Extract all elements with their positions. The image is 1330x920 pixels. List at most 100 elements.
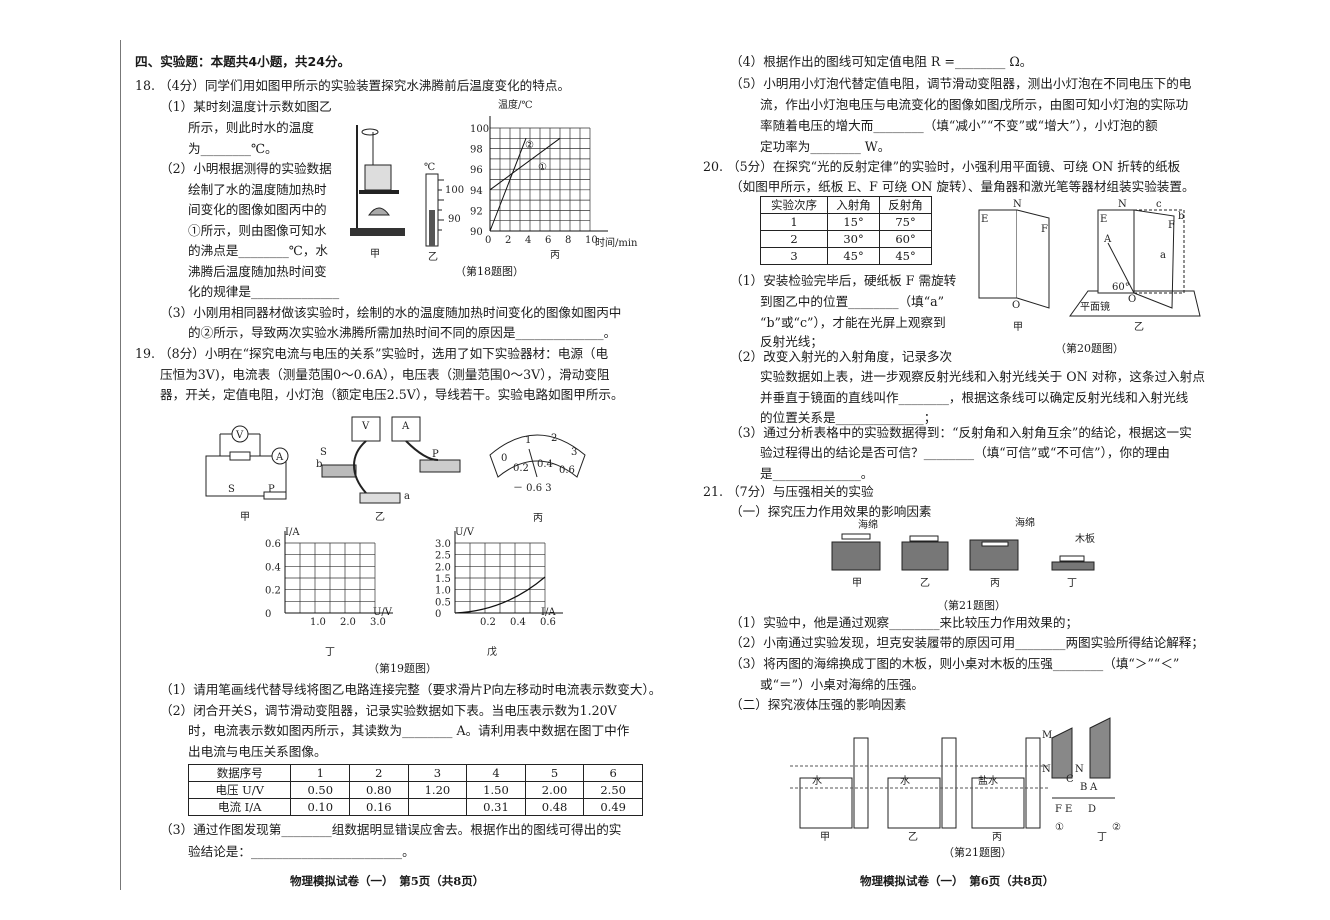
left-q18-p3-0-text: （3）小刚用相同器材做该实验时，绘制的水的温度随加热时间变化的图像如图丙中 [160, 305, 622, 320]
y-tick-label: 96 [470, 165, 483, 176]
table-cell: 电流 I/A [187, 798, 292, 816]
svg-text:戊: 戊 [487, 646, 497, 658]
y-tick-label: 0 [265, 609, 271, 620]
left-q19-p3-0-text: （3）通过作图发现第________组数据明显错误应舍去。根据作出的图线可得出的… [160, 822, 622, 837]
svg-text:平面镜: 平面镜 [1080, 300, 1110, 313]
svg-text:N: N [1118, 199, 1127, 210]
svg-text:b: b [316, 459, 322, 470]
table-cell: 0.31 [466, 798, 526, 816]
left-q19-stem-2-text: 器，开关，定值电阻，小灯泡（额定电压2.5V），导线若干。实验电路如图甲所示。 [160, 387, 624, 402]
table-cell: 30° [827, 230, 881, 248]
svg-text:C: C [1066, 774, 1074, 785]
svg-text:时间/min: 时间/min [595, 236, 638, 249]
svg-text:－ 0.6 3: － 0.6 3 [513, 483, 552, 494]
table-cell: 0.10 [290, 798, 351, 816]
table-cell: 1.50 [466, 781, 526, 799]
svg-text:①: ① [1055, 822, 1064, 833]
svg-text:F: F [1055, 804, 1062, 815]
right-q19b-p4-text: （4）根据作出的图线可知定值电阻 R =________ Ω。 [730, 54, 1033, 69]
svg-text:水: 水 [812, 775, 822, 787]
svg-text:60°: 60° [1112, 282, 1130, 293]
table-cell: 2 [349, 764, 409, 782]
svg-text:甲: 甲 [852, 578, 862, 589]
q18-caption: （第18题图） [455, 265, 524, 278]
svg-text:海绵: 海绵 [858, 518, 878, 531]
left-q19-p2-0-text: （2）闭合开关S，调节滑动变阻器，记录实验数据如下表。当电压表示数为1.20V [160, 703, 617, 718]
left-q18-p2-1-text: 绘制了水的温度随加热时 [188, 182, 327, 197]
y-tick-label: 0 [435, 609, 441, 620]
right-q19b-p5-0-text: （5）小明用小灯泡代替定值电阻，调节滑动变阻器，测出小灯泡在不同电压下的电 [730, 76, 1192, 91]
svg-text:S: S [228, 484, 235, 495]
svg-text:0.6: 0.6 [559, 465, 575, 476]
svg-text:丙: 丙 [550, 250, 560, 261]
table-cell: 45° [879, 247, 932, 265]
right-q20-p2-0-text: （2）改变入射光的入射角度，记录多次 [730, 349, 953, 364]
left-q19-p2-1-text: 时，电流表示数如图丙所示，其读数为________ A。请利用表中数据在图丁中作 [188, 723, 630, 738]
table-cell [407, 798, 468, 816]
svg-text:℃: ℃ [424, 162, 435, 173]
svg-text:水: 水 [900, 775, 910, 787]
svg-text:I/A: I/A [285, 527, 300, 538]
table-cell: 3 [407, 764, 468, 782]
svg-text:N: N [1075, 764, 1084, 775]
left-q18-p2-3-text: ①所示，则由图像可知水 [188, 223, 327, 238]
table-cell: 2 [759, 230, 829, 248]
left-q19-stem-1-text: 压恒为3V)，电流表（测量范围0～0.6A），电压表（测量范围0～3V），滑动变… [160, 367, 610, 382]
label-jia: 甲 [370, 249, 380, 260]
series-2-line [489, 138, 527, 232]
table-cell: 实验次序 [759, 196, 829, 214]
left-q18-p1-0-text: （1）某时刻温度计示数如图乙 [160, 99, 332, 114]
table-cell: 0.48 [524, 798, 585, 816]
svg-text:丁: 丁 [1067, 578, 1077, 589]
right-q21-part2-text: （二）探究液体压强的影响因素 [730, 697, 907, 712]
q21-caption-1: （第21题图） [937, 599, 1006, 612]
svg-text:甲: 甲 [820, 832, 830, 843]
table-cell: 6 [583, 764, 643, 782]
right-q21-p3-0-text: （3）将丙图的海绵换成丁图的木板，则小桌对木板的压强________（填“＞”“… [730, 656, 1180, 671]
svg-text:V: V [361, 421, 370, 432]
svg-text:V: V [235, 430, 244, 441]
svg-text:盐水: 盐水 [978, 774, 998, 787]
table-cell: 电压 U/V [187, 781, 292, 799]
left-q18-stem-text: 18. （4分）同学们用如图甲所示的实验装置探究水沸腾前后温度变化的特点。 [135, 78, 571, 93]
svg-text:0.4: 0.4 [537, 459, 553, 470]
table-cell: 0.80 [349, 781, 409, 799]
svg-text:N: N [1013, 199, 1022, 210]
svg-text:b: b [1178, 211, 1184, 222]
y-tick-label: 100 [470, 124, 489, 135]
table-cell: 1.20 [407, 781, 468, 799]
y-tick-label: 0.5 [435, 597, 451, 608]
x-tick-label: 4 [525, 235, 531, 246]
binding-margin-line [120, 40, 121, 890]
left-q18-p2-2-text: 间变化的图像如图丙中的 [188, 202, 327, 217]
right-q20-stem-1-text: （如图甲所示，纸板 E、F 可绕 ON 旋转）、量角器和激光笔等器材组装实验装置… [730, 179, 1195, 194]
left-q18-p2-4-text: 的沸点是________℃，水 [188, 243, 329, 258]
x-tick-label: 0 [485, 235, 491, 246]
left-q19-p1-text: （1）请用笔画线代替导线将图乙电路连接完整（要求滑片P向左移动时电流表示数变大）… [160, 682, 662, 697]
y-tick-label: 0.2 [265, 586, 281, 597]
svg-text:O: O [1012, 300, 1020, 311]
left-section-text: 四、实验题：本题共4小题，共24分。 [135, 54, 351, 69]
table-row: 实验次序入射角反射角 [759, 196, 932, 214]
x-tick-label: 0.6 [540, 617, 556, 628]
svg-text:A: A [275, 452, 284, 463]
right-q21-stem-text: 21. （7分）与压强相关的实验 [703, 484, 874, 499]
svg-text:A: A [401, 421, 410, 432]
svg-text:F: F [1041, 224, 1048, 235]
svg-text:B: B [1080, 782, 1087, 793]
q19-caption: （第19题图） [368, 662, 437, 675]
svg-text:乙: 乙 [920, 577, 930, 589]
svg-text:乙: 乙 [908, 831, 918, 843]
y-tick-label: 0.6 [265, 539, 281, 550]
table-cell: 5 [524, 764, 585, 782]
q21-caption-2: （第21题图） [943, 846, 1012, 859]
svg-text:100: 100 [445, 185, 464, 196]
q19-ammeter-bing: 0 1 2 3 0.2 0.4 0.6 － 0.6 3 丙 [489, 433, 586, 524]
svg-text:海绵: 海绵 [1015, 516, 1035, 529]
left-q18-p2-0-text: （2）小明根据测得的实验数据 [160, 161, 332, 176]
right-q20-stem-0-text: 20. （5分）在探究“光的反射定律”的实验时，小强利用平面镜、可绕 ON 折转… [703, 159, 1181, 174]
